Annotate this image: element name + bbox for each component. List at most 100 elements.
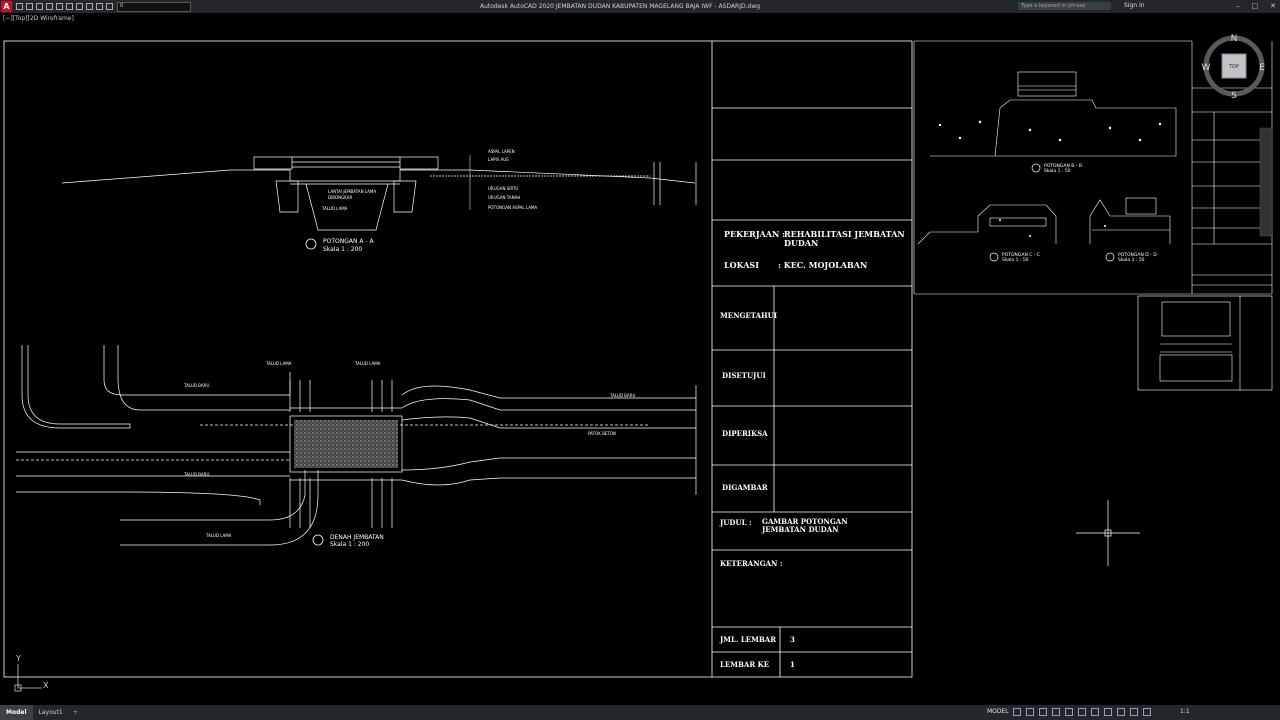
plot-icon[interactable] bbox=[56, 3, 63, 10]
minimize-icon[interactable]: – bbox=[1236, 2, 1240, 10]
viewcube-south[interactable]: S bbox=[1231, 91, 1237, 101]
section-dd-title: POTONGAN D - D bbox=[1118, 252, 1157, 258]
ucs-x-label: X bbox=[43, 681, 49, 690]
section-aa-marker bbox=[305, 238, 317, 250]
viewcube-north[interactable]: N bbox=[1231, 34, 1238, 44]
status-bar: Model Layout1 + MODEL 1:1 bbox=[0, 705, 1280, 720]
lokasi-label: LOKASI bbox=[724, 260, 759, 270]
title-block bbox=[711, 41, 912, 677]
viewport-controls[interactable]: [−][Top][2D Wireframe] bbox=[3, 15, 74, 22]
annotation-scale[interactable]: 1:1 bbox=[1180, 708, 1190, 715]
selection-cycle-icon[interactable] bbox=[1117, 708, 1125, 716]
lock-icon[interactable] bbox=[106, 3, 113, 10]
keterangan-label: KETERANGAN : bbox=[720, 559, 782, 568]
sun-icon[interactable] bbox=[96, 3, 103, 10]
plan-hatch bbox=[294, 420, 398, 468]
aa-note-lantai: LANTAI JEMBATAN LAMA bbox=[328, 189, 376, 194]
section-bb-marker bbox=[1031, 163, 1041, 173]
search-input[interactable]: Type a keyword or phrase bbox=[1018, 2, 1111, 10]
crosshair-cursor bbox=[1076, 500, 1140, 566]
plan-label-talud-baru-2: TALUD BARU bbox=[609, 393, 635, 398]
digambar-label: DIGAMBAR bbox=[722, 483, 768, 492]
section-dd-scale: Skala 1 : 50 bbox=[1118, 257, 1145, 263]
lokasi-value: : KEC. MOJOLABAN bbox=[778, 260, 867, 270]
navigation-bar[interactable] bbox=[1259, 127, 1273, 237]
osnap-icon[interactable] bbox=[1065, 708, 1073, 716]
window-controls: – □ ✕ bbox=[1236, 2, 1276, 10]
ortho-icon[interactable] bbox=[1039, 708, 1047, 716]
aa-note-dibongkar: DIBONGKAR bbox=[328, 195, 352, 200]
section-dd-marker bbox=[1105, 252, 1115, 262]
detail-sheet bbox=[913, 40, 1273, 391]
judul-value-2: JEMBATAN DUDAN bbox=[761, 525, 839, 534]
viewcube-top[interactable]: TOP bbox=[1228, 64, 1239, 70]
pekerjaan-value-1: REHABILITASI JEMBATAN bbox=[784, 229, 905, 239]
ucs-y-label: Y bbox=[15, 654, 21, 663]
autocad-logo-icon[interactable]: A bbox=[1, 1, 12, 12]
polar-icon[interactable] bbox=[1052, 708, 1060, 716]
title-bar: A 0 Autodesk AutoCAD 2020 JEMBATAN DUDAN… bbox=[0, 0, 1280, 13]
new-icon[interactable] bbox=[16, 3, 23, 10]
aa-note-potongan-aspal: POTONGAN ASPAL LAMA bbox=[488, 205, 537, 210]
grid-icon[interactable] bbox=[1013, 708, 1021, 716]
sign-in-button[interactable]: Sign In bbox=[1124, 2, 1145, 9]
detail-dots bbox=[938, 120, 1162, 237]
plan-label-talud-lama-3: TALUD LAMA bbox=[205, 533, 232, 538]
window-title: Autodesk AutoCAD 2020 JEMBATAN DUDAN KAB… bbox=[480, 3, 761, 10]
section-cc-title: POTONGAN C - C bbox=[1002, 252, 1040, 258]
plan-label-talud-baru-1: TALUD BARU bbox=[183, 383, 209, 388]
save-icon[interactable] bbox=[36, 3, 43, 10]
plan-drawing bbox=[16, 345, 697, 546]
plan-title: DENAH JEMBATAN bbox=[330, 534, 384, 541]
pekerjaan-value-2: DUDAN bbox=[784, 238, 818, 248]
judul-value-1: GAMBAR POTONGAN bbox=[762, 517, 848, 526]
aa-note-urugan-tanah: URUGAN TANAH bbox=[488, 195, 520, 200]
plan-label-talud-lama-1: TALUD LAMA bbox=[265, 361, 292, 366]
annotation-icon[interactable] bbox=[1130, 708, 1138, 716]
jml-lembar-value: 3 bbox=[790, 635, 795, 644]
quick-access-toolbar bbox=[16, 3, 113, 10]
aa-note-talud-lama: TALUD LAMA bbox=[321, 206, 348, 211]
plan-label-talud-baru-3: TALUD BARU bbox=[183, 472, 209, 477]
disetujui-label: DISETUJUI bbox=[722, 371, 766, 380]
redo-icon[interactable] bbox=[76, 3, 83, 10]
tab-layout1[interactable]: Layout1 bbox=[38, 709, 63, 716]
lembar-ke-label: LEMBAR KE bbox=[720, 660, 769, 669]
aa-note-urugan-sirtu: URUGAN SIRTU bbox=[488, 186, 518, 191]
judul-label: JUDUL : bbox=[719, 518, 752, 527]
model-space-button[interactable]: MODEL bbox=[987, 708, 1009, 715]
plan-label-patok-beton: PATOK BETON bbox=[588, 431, 616, 436]
workspace-icon[interactable] bbox=[1143, 708, 1151, 716]
section-aa-drawing bbox=[61, 155, 697, 231]
section-aa-scale: Skala 1 : 200 bbox=[323, 246, 362, 253]
section-aa-title: POTONGAN A - A bbox=[323, 238, 374, 245]
lineweight-icon[interactable] bbox=[1091, 708, 1099, 716]
section-bb-title: POTONGAN B - B bbox=[1044, 163, 1082, 169]
undo-icon[interactable] bbox=[66, 3, 73, 10]
viewcube[interactable]: TOP N S E W bbox=[1202, 34, 1266, 101]
otrack-icon[interactable] bbox=[1078, 708, 1086, 716]
add-layout-button[interactable]: + bbox=[72, 709, 78, 716]
tab-model[interactable]: Model bbox=[0, 705, 33, 720]
jml-lembar-label: JML. LEMBAR bbox=[719, 635, 776, 644]
section-bb-scale: Skala 1 : 50 bbox=[1044, 168, 1071, 174]
aa-note-aspal-lapen: ASPAL LAPEN bbox=[488, 149, 515, 154]
snap-icon[interactable] bbox=[1026, 708, 1034, 716]
layer-dropdown[interactable]: 0 bbox=[117, 1, 191, 12]
plan-label-talud-lama-2: TALUD LAMA bbox=[354, 361, 381, 366]
section-cc-marker bbox=[989, 252, 999, 262]
drawing-canvas[interactable]: PEKERJAAN : REHABILITASI JEMBATAN DUDAN … bbox=[0, 13, 1280, 705]
viewcube-east[interactable]: E bbox=[1259, 63, 1265, 73]
open-icon[interactable] bbox=[26, 3, 33, 10]
maximize-icon[interactable]: □ bbox=[1251, 2, 1259, 10]
status-toggles bbox=[1013, 708, 1151, 716]
lembar-ke-value: 1 bbox=[790, 660, 795, 669]
plan-marker bbox=[312, 534, 324, 546]
lightbulb-icon[interactable] bbox=[86, 3, 93, 10]
viewcube-west[interactable]: W bbox=[1202, 63, 1211, 73]
transparency-icon[interactable] bbox=[1104, 708, 1112, 716]
close-icon[interactable]: ✕ bbox=[1270, 2, 1276, 10]
save-as-icon[interactable] bbox=[46, 3, 53, 10]
aa-note-lapis-aus: LAPIS AUS bbox=[488, 157, 509, 162]
sheet-border bbox=[3, 40, 913, 678]
